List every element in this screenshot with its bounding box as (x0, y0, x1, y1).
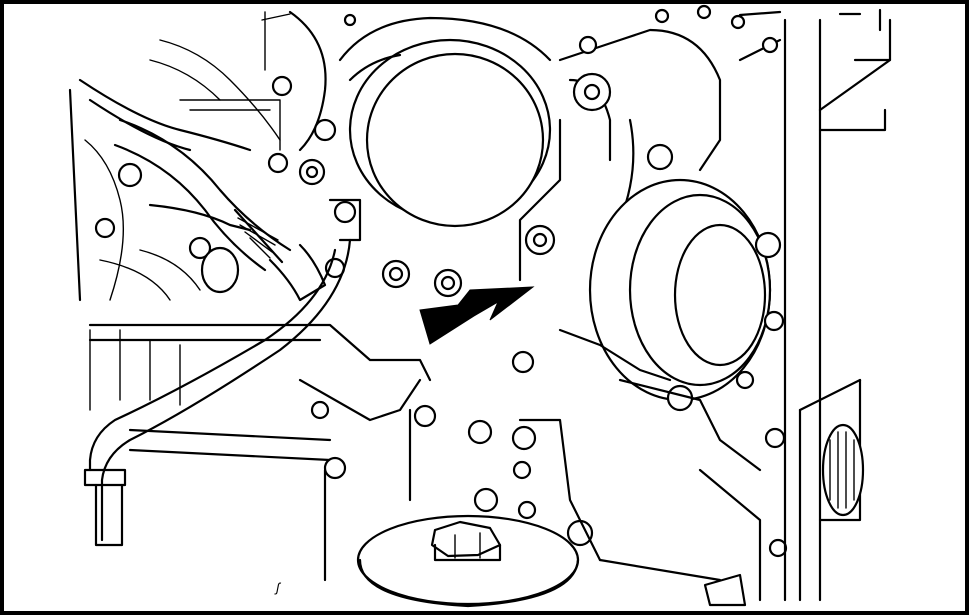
pulley-assembly (511, 4, 788, 558)
coolant-hose (113, 118, 346, 302)
dipstick-tube (83, 238, 352, 547)
throttle-body (328, 13, 552, 242)
reference-code: ʃ (274, 580, 282, 595)
lower-block (88, 323, 762, 608)
arrow-indicator-icon (419, 286, 535, 345)
center-bolts (381, 259, 463, 298)
upper-left-engine-area (68, 10, 337, 302)
frame-bracket (783, 8, 892, 602)
